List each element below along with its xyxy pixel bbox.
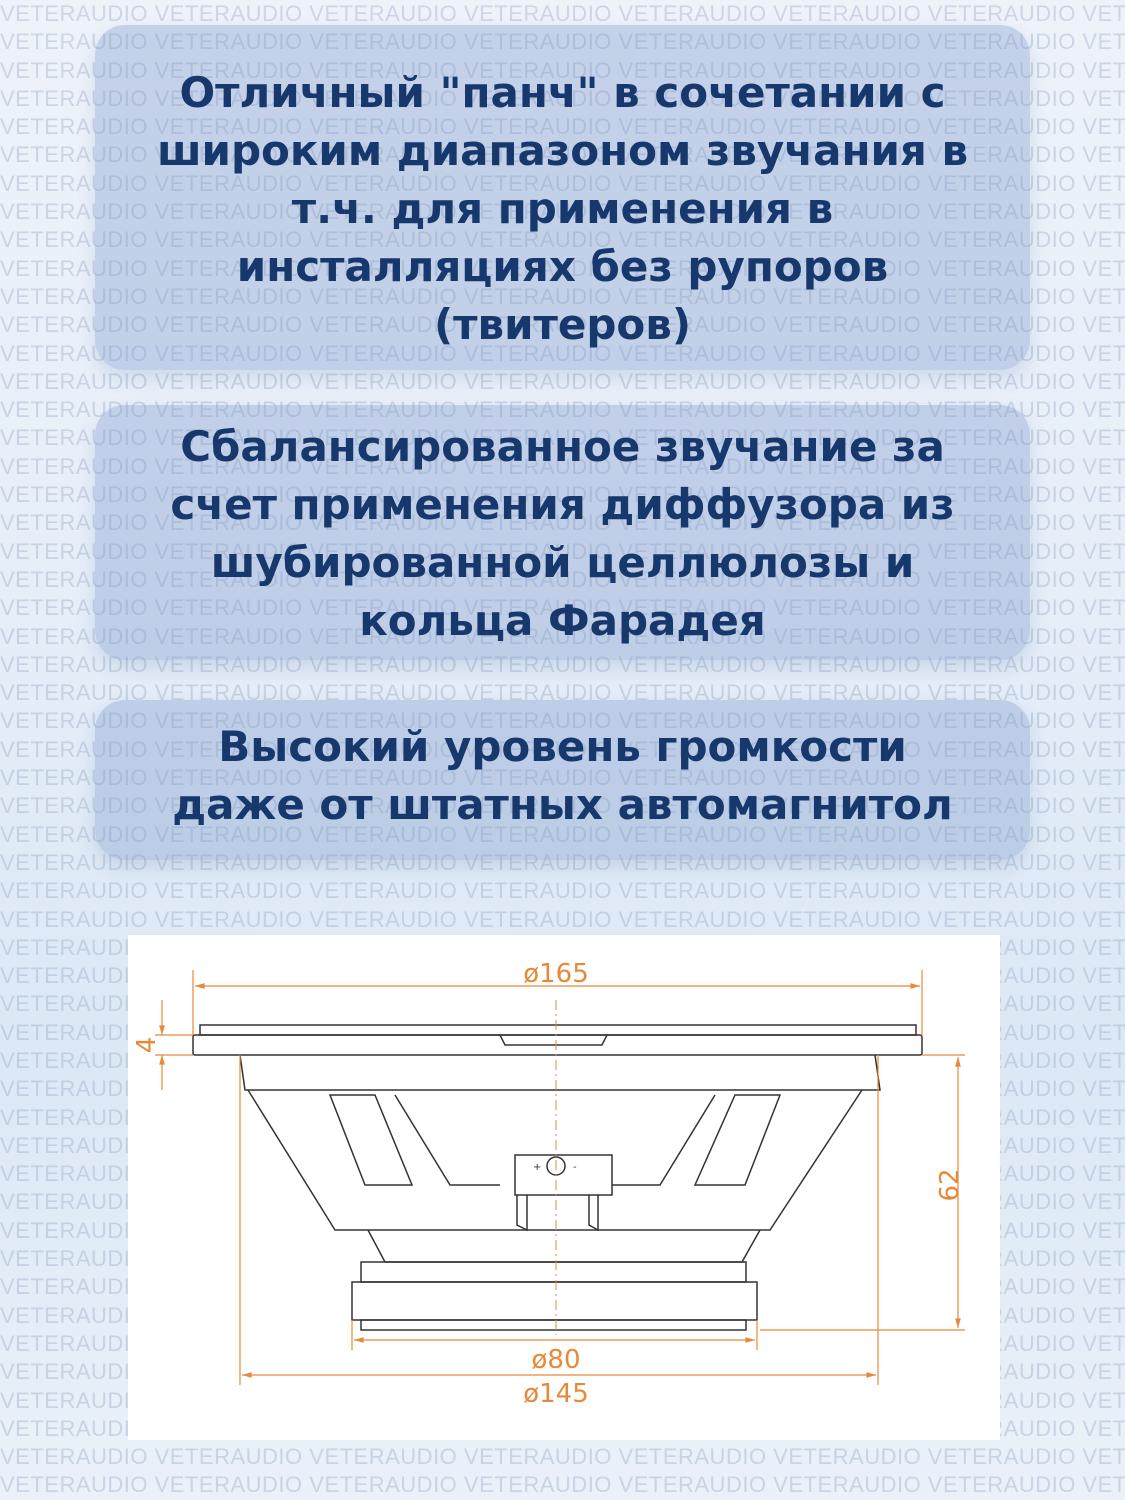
feature-line: кольца Фарадея [359, 596, 766, 645]
dimension-lines [155, 970, 965, 1385]
feature-text-3: Высокий уровень громкости даже от штатны… [60, 718, 1065, 834]
dim-mount-depth: 62 [935, 1168, 965, 1201]
feature-line: Сбалансированное звучание за [180, 422, 945, 471]
feature-line: инсталляциях без рупоров [236, 242, 889, 291]
feature-text-1: Отличный "панч" в сочетании с широким ди… [60, 64, 1065, 354]
feature-line: шубированной целлюлозы и [210, 538, 915, 587]
dim-outer-diameter: ø165 [523, 959, 589, 989]
dim-magnet-diameter: ø80 [532, 1345, 581, 1375]
dim-flange-height: 4 [132, 1037, 162, 1054]
feature-line: т.ч. для применения в [291, 184, 834, 233]
feature-line: Отличный "панч" в сочетании с [179, 68, 946, 117]
feature-line: Высокий уровень громкости [218, 722, 907, 771]
terminal-minus-label: - [573, 1162, 577, 1173]
feature-line: счет применения диффузора из [170, 480, 955, 529]
feature-panel-3 [95, 700, 1030, 860]
dim-cutout-diameter: ø145 [523, 1379, 589, 1409]
feature-text-2: Сбалансированное звучание за счет примен… [60, 418, 1065, 650]
speaker-diagram: ø165 ø80 ø145 4 62 + - [132, 959, 965, 1409]
feature-line: даже от штатных автомагнитол [172, 780, 953, 829]
feature-panel-1 [95, 25, 1030, 370]
speaker-outline [192, 1024, 923, 1331]
feature-line: широким диапазоном звучания в [156, 126, 969, 175]
feature-line: (твитеров) [433, 300, 692, 349]
feature-panel-2 [95, 405, 1030, 660]
speaker-technical-drawing: ø165 ø80 ø145 4 62 + - [128, 935, 1000, 1440]
terminal-plus-label: + [533, 1162, 541, 1173]
